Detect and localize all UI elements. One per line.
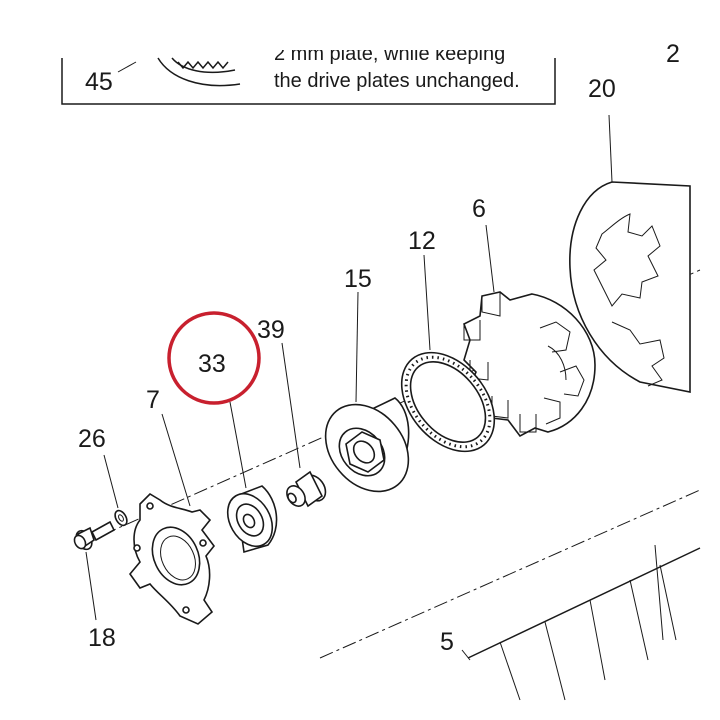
callout-18-leader bbox=[85, 551, 97, 621]
callout-6-leader bbox=[485, 224, 495, 293]
part-39-spacer: 39 bbox=[257, 316, 327, 508]
note-line-full: the drive plates unchanged. bbox=[274, 70, 520, 92]
callout-15-leader bbox=[355, 291, 359, 403]
assembly-axis bbox=[79, 269, 701, 546]
callout-45-leader bbox=[117, 61, 137, 73]
callout-5: 5 bbox=[440, 628, 454, 656]
callout-15: 15 bbox=[344, 265, 372, 293]
part-20-clutch-plate: 20 bbox=[569, 75, 691, 393]
callout-12-leader bbox=[423, 254, 431, 351]
part-18-screw: 18 bbox=[73, 520, 116, 652]
plate-sketch bbox=[157, 57, 241, 87]
callout-12: 12 bbox=[408, 227, 436, 255]
callout-20-cutoff: 2 bbox=[666, 40, 680, 68]
part-26-washer: 26 bbox=[78, 425, 128, 527]
secondary-axis bbox=[319, 489, 701, 659]
part-12-thrust-bearing: 12 bbox=[400, 227, 496, 453]
callout-45: 45 bbox=[85, 68, 113, 96]
part-6-hub: 6 bbox=[462, 195, 596, 438]
callout-18: 18 bbox=[88, 624, 116, 652]
callout-6: 6 bbox=[472, 195, 486, 223]
part-33-highlight-ring bbox=[167, 311, 261, 405]
callout-26-leader bbox=[103, 454, 119, 509]
callout-20: 20 bbox=[588, 75, 616, 103]
callout-39: 39 bbox=[257, 316, 285, 344]
callout-7: 7 bbox=[146, 386, 160, 414]
callout-26: 26 bbox=[78, 425, 106, 453]
part-5-plate-stack: 5 bbox=[440, 544, 701, 701]
callout-33: 33 bbox=[198, 350, 226, 378]
callout-7-leader bbox=[161, 413, 191, 507]
part-7-flange: 7 bbox=[128, 386, 216, 625]
callout-39-leader bbox=[281, 342, 301, 469]
note-box-border bbox=[61, 58, 556, 105]
part-33-ball-bearing: 33 bbox=[167, 311, 278, 554]
part-15-flanged-bushing: 15 bbox=[324, 265, 410, 493]
callout-20-leader bbox=[608, 114, 613, 183]
callout-33-leader bbox=[229, 401, 247, 489]
note-box: 45 2 mm plate, while keeping the drive p… bbox=[61, 43, 556, 105]
